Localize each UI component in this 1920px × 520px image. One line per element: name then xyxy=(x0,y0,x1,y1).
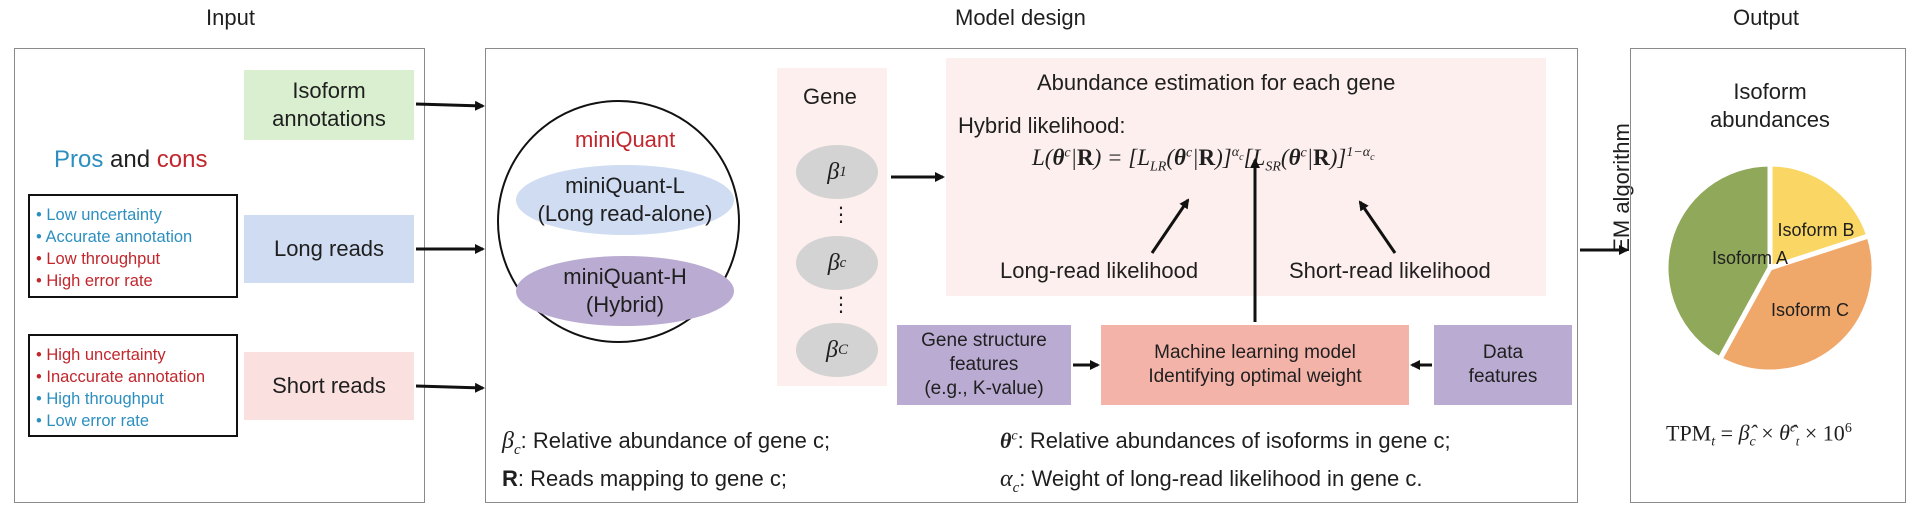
beta-symbol: β xyxy=(827,158,840,185)
long-read-likelihood-label: Long-read likelihood xyxy=(1000,258,1199,283)
miniquant-circle xyxy=(497,100,740,343)
pie-label-isoform-b: Isoform B xyxy=(1777,220,1854,240)
data-features-line2: features xyxy=(1468,366,1538,387)
miniquant-h-line1: miniQuant-H xyxy=(563,264,687,289)
list-item: • High uncertainty xyxy=(36,346,166,364)
output-panel xyxy=(1630,48,1906,503)
pros-word: Pros xyxy=(54,146,104,173)
list-item: • High throughput xyxy=(36,390,164,408)
model-design-panel xyxy=(485,48,1578,503)
miniquant-l-line1: miniQuant-L xyxy=(565,173,685,198)
arrow-short-reads-to-model xyxy=(415,382,485,393)
data-features-line1: Data xyxy=(1482,342,1524,363)
arrow-annotations-to-model xyxy=(415,100,485,111)
list-item: • Low throughput xyxy=(36,250,161,268)
isoform-annotations-line2: annotations xyxy=(272,106,386,131)
pie-label-isoform-a: Isoform A xyxy=(1712,248,1788,268)
miniquant-l-line2: (Long read-alone) xyxy=(537,201,713,226)
hybrid-likelihood-label: Hybrid likelihood: xyxy=(958,113,1126,138)
isoform-pie-chart: Isoform A Isoform B Isoform C xyxy=(1663,161,1877,375)
isoform-abundances-title: Isoform abundances xyxy=(1680,78,1860,134)
beta-subscript: 1 xyxy=(839,163,847,180)
legend-r-text: : Reads mapping to gene c; xyxy=(517,466,787,491)
short-reads-box: Short reads xyxy=(244,352,414,420)
list-item: • Accurate annotation xyxy=(36,228,193,246)
legend-theta: θc: Relative abundances of isoforms in g… xyxy=(1000,428,1451,453)
heading-model-design: Model design xyxy=(955,5,1086,30)
pros-and-cons-title: Pros and cons xyxy=(54,146,207,174)
pie-slice-isoform-c xyxy=(1716,232,1877,375)
hybrid-likelihood-formula: L(θc|R) = [LLR(θc|R)]αc[LSR(θc|R)]1−αc xyxy=(1032,145,1375,175)
and-word: and xyxy=(110,146,151,173)
input-panel xyxy=(14,48,425,503)
list-item: • Low uncertainty xyxy=(36,206,162,224)
legend-beta-text: : Relative abundance of gene c; xyxy=(520,428,831,453)
tpm-label: TPM xyxy=(1666,420,1712,446)
miniquant-h-ellipse: miniQuant-H (Hybrid) xyxy=(516,256,734,326)
long-reads-list: • Low uncertainty • Accurate annotation … xyxy=(28,194,238,298)
heading-output: Output xyxy=(1733,5,1800,30)
gene-structure-line1: Gene structure xyxy=(921,330,1047,351)
abundance-title: Abundance estimation for each gene xyxy=(1037,70,1396,95)
gene-structure-line3: (e.g., K-value) xyxy=(924,378,1044,399)
list-item: • Low error rate xyxy=(36,412,150,430)
ml-model-line1: Machine learning model xyxy=(1154,342,1356,363)
list-item: • High error rate xyxy=(36,272,153,290)
beta-subscript: C xyxy=(837,341,848,358)
vertical-dots: ⋮ xyxy=(831,294,851,316)
vertical-dots: ⋮ xyxy=(831,204,851,226)
beta-symbol: β xyxy=(826,336,838,363)
ml-model-line2: Identifying optimal weight xyxy=(1148,366,1362,387)
miniquant-l-ellipse: miniQuant-L (Long read-alone) xyxy=(516,165,734,235)
beta-symbol: β xyxy=(827,249,840,276)
gene-structure-line2: features xyxy=(949,354,1019,375)
cons-word: cons xyxy=(156,146,208,173)
gene-title: Gene xyxy=(803,84,857,109)
list-item: • Inaccurate annotation xyxy=(36,368,206,386)
abundance-estimation-box xyxy=(946,58,1546,296)
isoform-annotations-line1: Isoform xyxy=(292,78,366,103)
long-reads-box: Long reads xyxy=(244,215,414,283)
gene-structure-features-box: Gene structure features (e.g., K-value) xyxy=(897,325,1071,405)
legend-r: R: Reads mapping to gene c; xyxy=(502,466,787,491)
isoform-abundances-line1: Isoform xyxy=(1733,79,1807,104)
miniquant-title: miniQuant xyxy=(575,127,676,152)
isoform-abundances-line2: abundances xyxy=(1710,107,1830,132)
beta-subscript: c xyxy=(839,254,847,271)
miniquant-h-line2: (Hybrid) xyxy=(585,292,665,317)
short-reads-list: • High uncertainty • Inaccurate annotati… xyxy=(28,334,238,437)
machine-learning-model-box: Machine learning model Identifying optim… xyxy=(1101,325,1409,405)
isoform-annotations-box: Isoform annotations xyxy=(244,70,414,140)
legend-beta: βc: Relative abundance of gene c; xyxy=(502,428,831,458)
legend-alpha-text: : Weight of long-read likelihood in gene… xyxy=(1019,466,1423,491)
legend-theta-text: : Relative abundances of isoforms in gen… xyxy=(1017,428,1451,453)
tpm-formula: TPMt = β̂c × θ̂ct × 106 xyxy=(1666,420,1852,450)
data-features-box: Data features xyxy=(1434,325,1572,405)
short-read-likelihood-label: Short-read likelihood xyxy=(1289,258,1491,283)
pie-label-isoform-c: Isoform C xyxy=(1771,300,1849,320)
heading-input: Input xyxy=(206,5,255,30)
legend-alpha: αc: Weight of long-read likelihood in ge… xyxy=(1000,466,1423,496)
